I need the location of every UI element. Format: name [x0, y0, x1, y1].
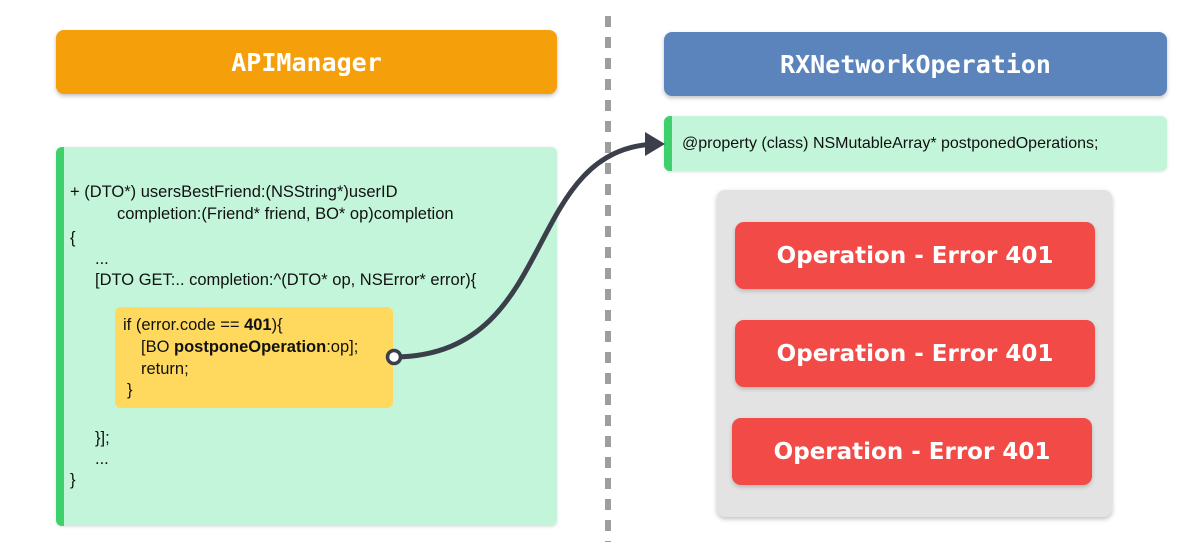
code-line-ellipsis: ...	[95, 250, 109, 268]
dashed-divider	[605, 16, 611, 542]
code-line-dto-get: [DTO GET:.. completion:^(DTO* op, NSErro…	[95, 271, 477, 289]
code-line-if-close: }	[127, 381, 133, 399]
code-line-ellipsis-2: ...	[95, 450, 109, 468]
postponed-operations-queue: Operation - Error 401 Operation - Error …	[717, 190, 1112, 517]
error-check-highlight	[115, 307, 393, 408]
error-code-number: 401	[244, 316, 272, 334]
arrow-curve	[392, 141, 658, 360]
code-line-return: return;	[141, 360, 189, 378]
postponed-operations-property: @property (class) NSMutableArray* postpo…	[664, 116, 1167, 171]
operation-item: Operation - Error 401	[735, 222, 1095, 289]
code-line-postpone: [BO postponeOperation:op];	[141, 338, 359, 356]
apimanager-header: APIManager	[56, 30, 557, 94]
operation-item: Operation - Error 401	[735, 320, 1095, 387]
arrow-head	[645, 132, 665, 156]
code-line-open-brace: {	[70, 229, 76, 247]
arrow-origin-dot	[385, 348, 403, 366]
code-line-if: if (error.code == 401){	[123, 316, 283, 334]
code-line-signature: + (DTO*) usersBestFriend:(NSString*)user…	[70, 183, 398, 201]
code-line-completion: completion:(Friend* friend, BO* op)compl…	[117, 205, 454, 223]
code-line-close-brace: }	[70, 471, 76, 489]
property-text: @property (class) NSMutableArray* postpo…	[682, 134, 1099, 152]
code-line-block-close: }];	[95, 429, 110, 447]
rxnetworkoperation-header: RXNetworkOperation	[664, 32, 1167, 96]
postpone-operation-method: postponeOperation	[174, 338, 327, 356]
operation-item: Operation - Error 401	[732, 418, 1092, 485]
